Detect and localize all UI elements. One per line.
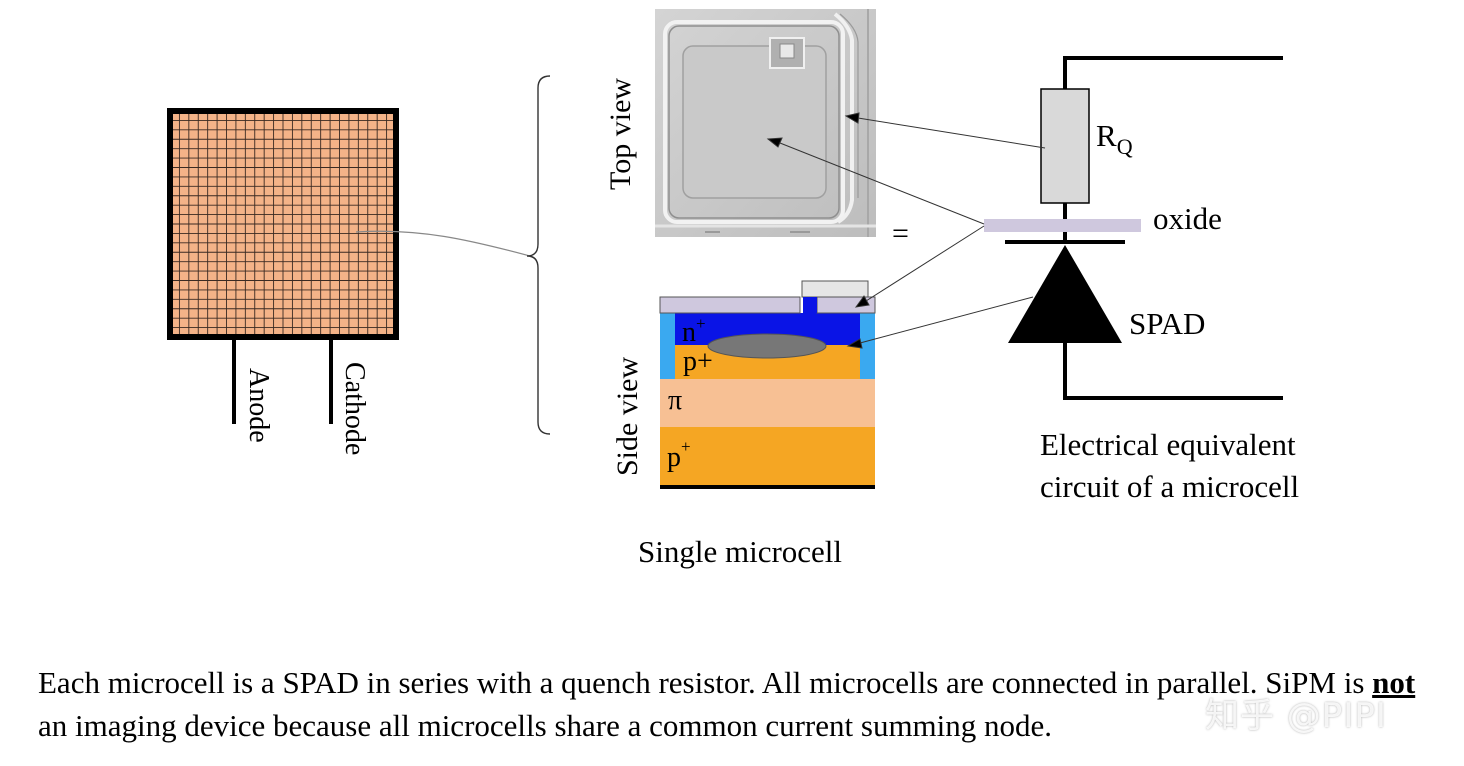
zoom-pointer	[355, 230, 531, 257]
arrow-spad-to-junction	[859, 296, 1034, 344]
n-plus-label: n+	[682, 314, 706, 348]
pointer-arrows	[766, 112, 1046, 349]
curly-brace	[526, 75, 551, 435]
guard-ring-left	[660, 313, 675, 379]
arrowhead-spad	[846, 338, 863, 349]
circuit-caption-line1: Electrical equivalent	[1040, 427, 1296, 462]
arrowhead-oxide-side	[854, 295, 870, 308]
single-microcell-caption: Single microcell	[638, 534, 842, 569]
sem-top-view-image	[655, 9, 876, 237]
p-plus-bottom-label: p+	[667, 437, 691, 473]
pi-layer	[660, 379, 875, 427]
arrowhead-rq	[844, 112, 860, 124]
oxide-bar	[984, 219, 1141, 232]
rq-label: RQ	[1096, 118, 1133, 159]
pi-label: π	[668, 385, 682, 416]
caption-part2: an imaging device because all microcells…	[38, 708, 1053, 743]
arrowhead-oxide-top	[766, 137, 783, 148]
watermark: 知乎 @PIPI	[1205, 696, 1387, 736]
caption-part1: Each microcell is a SPAD in series with …	[38, 665, 1373, 700]
p-plus-substrate	[660, 427, 875, 485]
oxide-label: oxide	[1153, 201, 1222, 236]
circuit-caption-line2: circuit of a microcell	[1040, 469, 1299, 504]
top-wire	[1063, 56, 1283, 89]
arrow-rq-to-resistor-trace	[857, 117, 1046, 149]
contact-via	[803, 297, 817, 313]
bottom-wire	[1063, 343, 1283, 400]
oxide-left	[659, 296, 801, 314]
sipm-chip	[167, 108, 399, 340]
arrow-oxide-to-top-view	[779, 142, 985, 225]
sipm-border	[167, 108, 399, 340]
arrow-oxide-to-side-view	[865, 225, 985, 302]
quench-resistor-pad	[801, 280, 869, 298]
side-view-cross-section	[659, 280, 876, 489]
anode-label: Anode	[243, 368, 274, 443]
top-view-label: Top view	[604, 78, 637, 190]
cathode-label: Cathode	[339, 362, 370, 455]
guard-ring-right	[860, 313, 875, 379]
depletion-region	[707, 333, 827, 359]
sipm-diagram: Anode Cathode Top view = Side view n+	[167, 9, 1299, 569]
microcell-grid	[170, 111, 396, 337]
side-view-label: Side view	[611, 357, 644, 476]
equivalent-circuit	[984, 56, 1283, 400]
quench-resistor	[1040, 88, 1090, 204]
spad-diode-icon	[1008, 245, 1122, 343]
caption-emphasis: not	[1372, 665, 1416, 700]
description-caption: Each microcell is a SPAD in series with …	[38, 661, 1443, 747]
p-plus-top-label: p+	[683, 346, 713, 377]
spad-label: SPAD	[1129, 306, 1205, 341]
equals-sign: =	[892, 217, 909, 250]
